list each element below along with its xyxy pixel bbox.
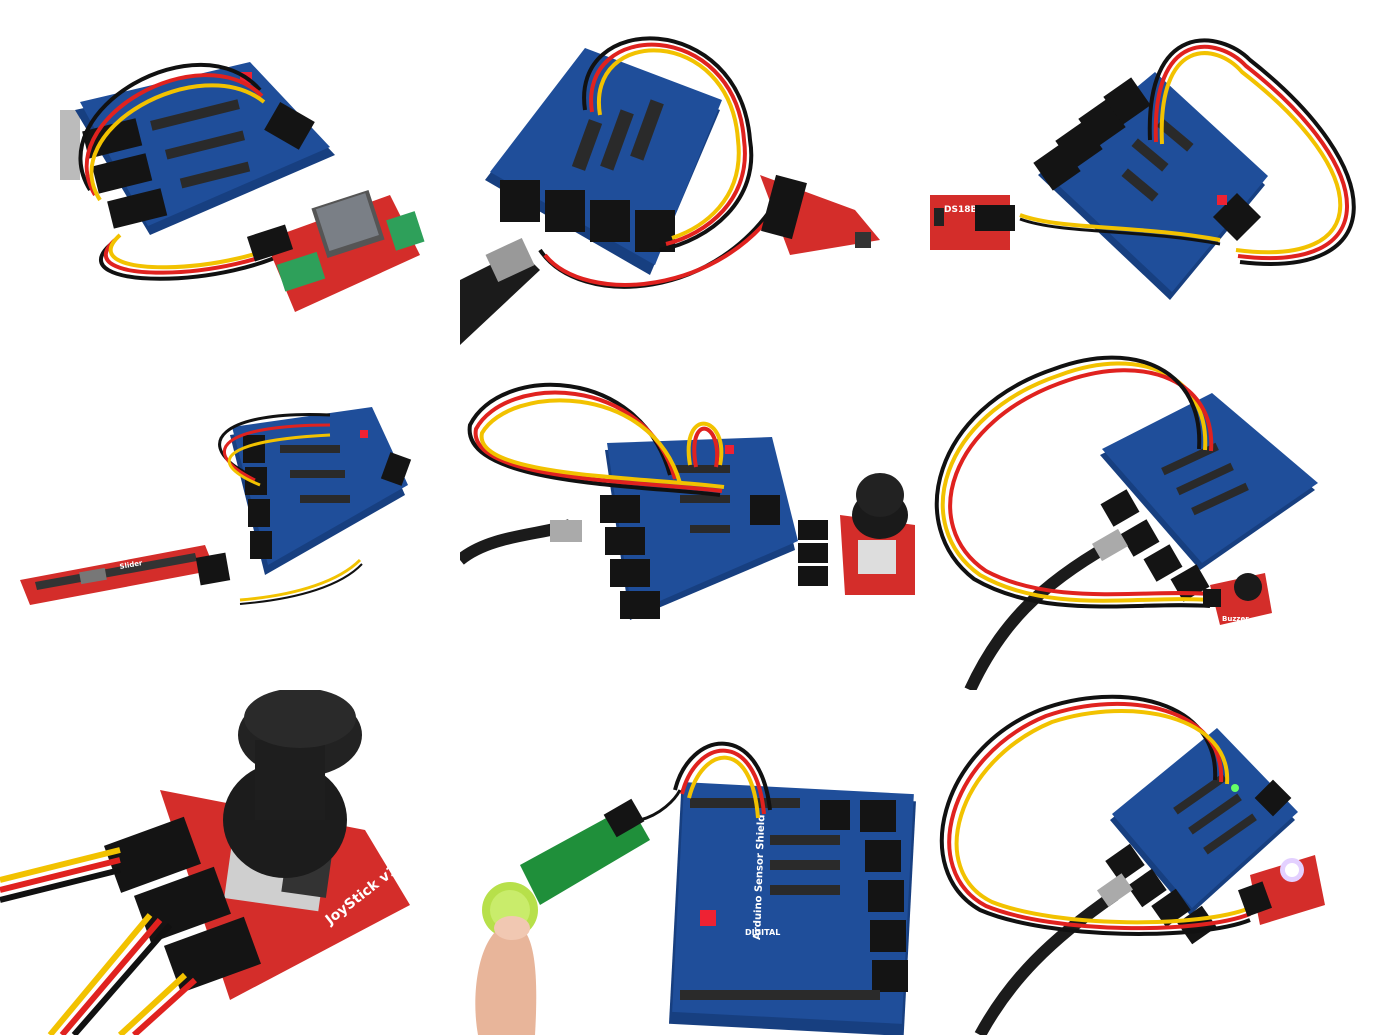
photo-joystick-module <box>460 345 920 690</box>
photo-led-module <box>920 690 1380 1035</box>
photo-ds18b20-sensor: DS18B20 <box>920 0 1380 345</box>
joystick-setup-illustration <box>460 382 915 620</box>
humidity-illustration <box>460 36 880 345</box>
touch-illustration: Arduino Sensor Shield DIGITAL Touch <box>475 741 916 1035</box>
buzzer-illustration: Buzzer <box>934 355 1318 690</box>
ds18b20-label: DS18B20 <box>944 205 990 215</box>
photo-buzzer-module: Buzzer <box>920 345 1380 690</box>
buzzer-label: Buzzer <box>1222 615 1249 623</box>
led-illustration <box>939 694 1325 1035</box>
relay-illustration <box>60 62 425 312</box>
slider-label: Slider <box>119 559 144 571</box>
digital-label: DIGITAL <box>745 928 780 937</box>
photo-relay-module <box>0 0 460 345</box>
ds18b20-illustration: DS18B20 <box>930 38 1356 300</box>
photo-touch-sensor: Arduino Sensor Shield DIGITAL Touch <box>460 690 920 1035</box>
joystick-closeup-illustration: JoyStick v1.0 <box>0 690 413 1035</box>
photo-joystick-closeup: JoyStick v1.0 <box>0 690 460 1035</box>
slider-illustration: Slider <box>20 407 412 605</box>
photo-slider-module: Slider <box>0 345 460 690</box>
photo-humidity-sensor <box>460 0 920 345</box>
shield-label: Arduino Sensor Shield <box>752 814 767 940</box>
